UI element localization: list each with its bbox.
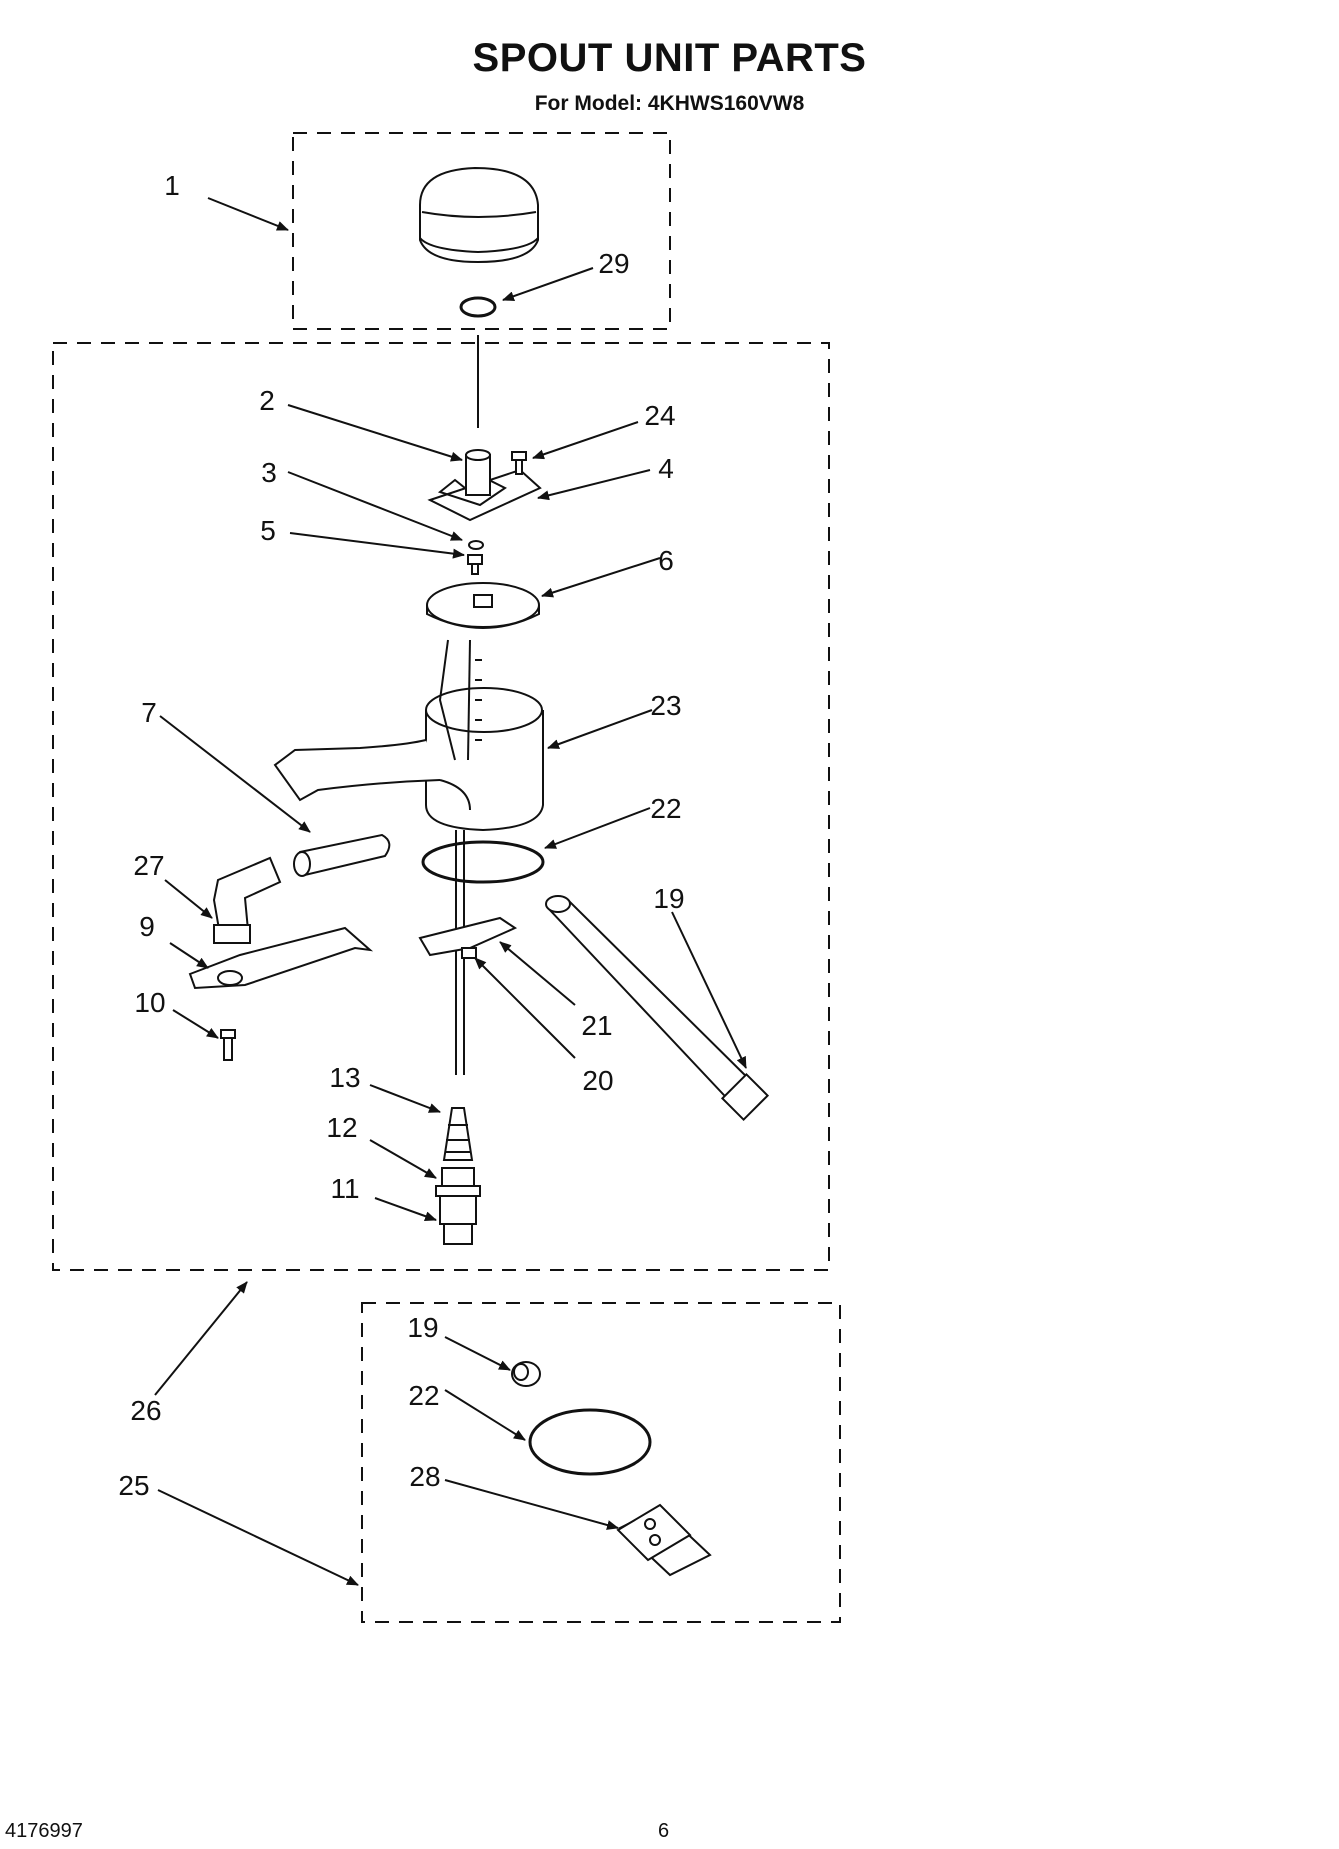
- callout-29: 29: [598, 248, 629, 279]
- callout-3: 3: [261, 457, 277, 488]
- callout-19-kit: 19: [407, 1312, 438, 1343]
- tube-part: [545, 895, 770, 1122]
- callout-11: 11: [330, 1173, 359, 1204]
- callout-24: 24: [644, 400, 675, 431]
- valve-part: [435, 1167, 481, 1197]
- hose-part: [293, 833, 391, 877]
- leader-arrows: [154, 197, 747, 1586]
- callout-5: 5: [260, 515, 276, 546]
- callout-28: 28: [409, 1461, 440, 1492]
- callout-6: 6: [658, 545, 674, 576]
- callout-20: 20: [582, 1065, 613, 1096]
- callout-10: 10: [134, 987, 165, 1018]
- callout-22-kit: 22: [408, 1380, 439, 1411]
- callout-1: 1: [164, 170, 180, 201]
- callout-7: 7: [141, 697, 157, 728]
- callout-19: 19: [653, 883, 684, 914]
- screw-24-part: [511, 451, 527, 475]
- callout-13: 13: [329, 1062, 360, 1093]
- callout-26: 26: [130, 1395, 161, 1426]
- retaining-ring-part: [459, 296, 497, 318]
- gasket-part: [421, 840, 545, 884]
- callout-22: 22: [650, 793, 681, 824]
- callout-25: 25: [118, 1470, 149, 1501]
- spout-assembly-box: [52, 342, 830, 1271]
- clamp-part: [511, 1361, 541, 1387]
- callout-21: 21: [581, 1010, 612, 1041]
- callout-27: 27: [133, 850, 164, 881]
- callout-12: 12: [326, 1112, 357, 1143]
- page-number: 6: [658, 1820, 670, 1842]
- page-title: SPOUT UNIT PARTS: [472, 36, 867, 80]
- plate-part: [426, 582, 540, 629]
- elbow-part: [212, 856, 282, 944]
- spout-body-part: [273, 639, 544, 832]
- o-ring-3-part: [468, 540, 484, 550]
- document-number: 4176997: [5, 1820, 83, 1842]
- bracket-part: [188, 926, 374, 990]
- knob-part: [419, 166, 539, 264]
- screw-5-part: [467, 554, 483, 575]
- kit-group-box: [361, 1302, 841, 1623]
- kit-gasket-part: [528, 1408, 652, 1476]
- callout-23: 23: [650, 690, 681, 721]
- cam-plate-part: [427, 449, 542, 522]
- callout-9: 9: [139, 911, 155, 942]
- fitting-part: [439, 1195, 477, 1245]
- spring-part: [442, 1107, 474, 1161]
- clip-part: [418, 916, 518, 959]
- callout-4: 4: [658, 453, 674, 484]
- model-subtitle: For Model: 4KHWS160VW8: [534, 92, 805, 115]
- screw-10-part: [220, 1029, 236, 1061]
- instruction-sheet-part: [616, 1503, 712, 1577]
- callout-2: 2: [259, 385, 275, 416]
